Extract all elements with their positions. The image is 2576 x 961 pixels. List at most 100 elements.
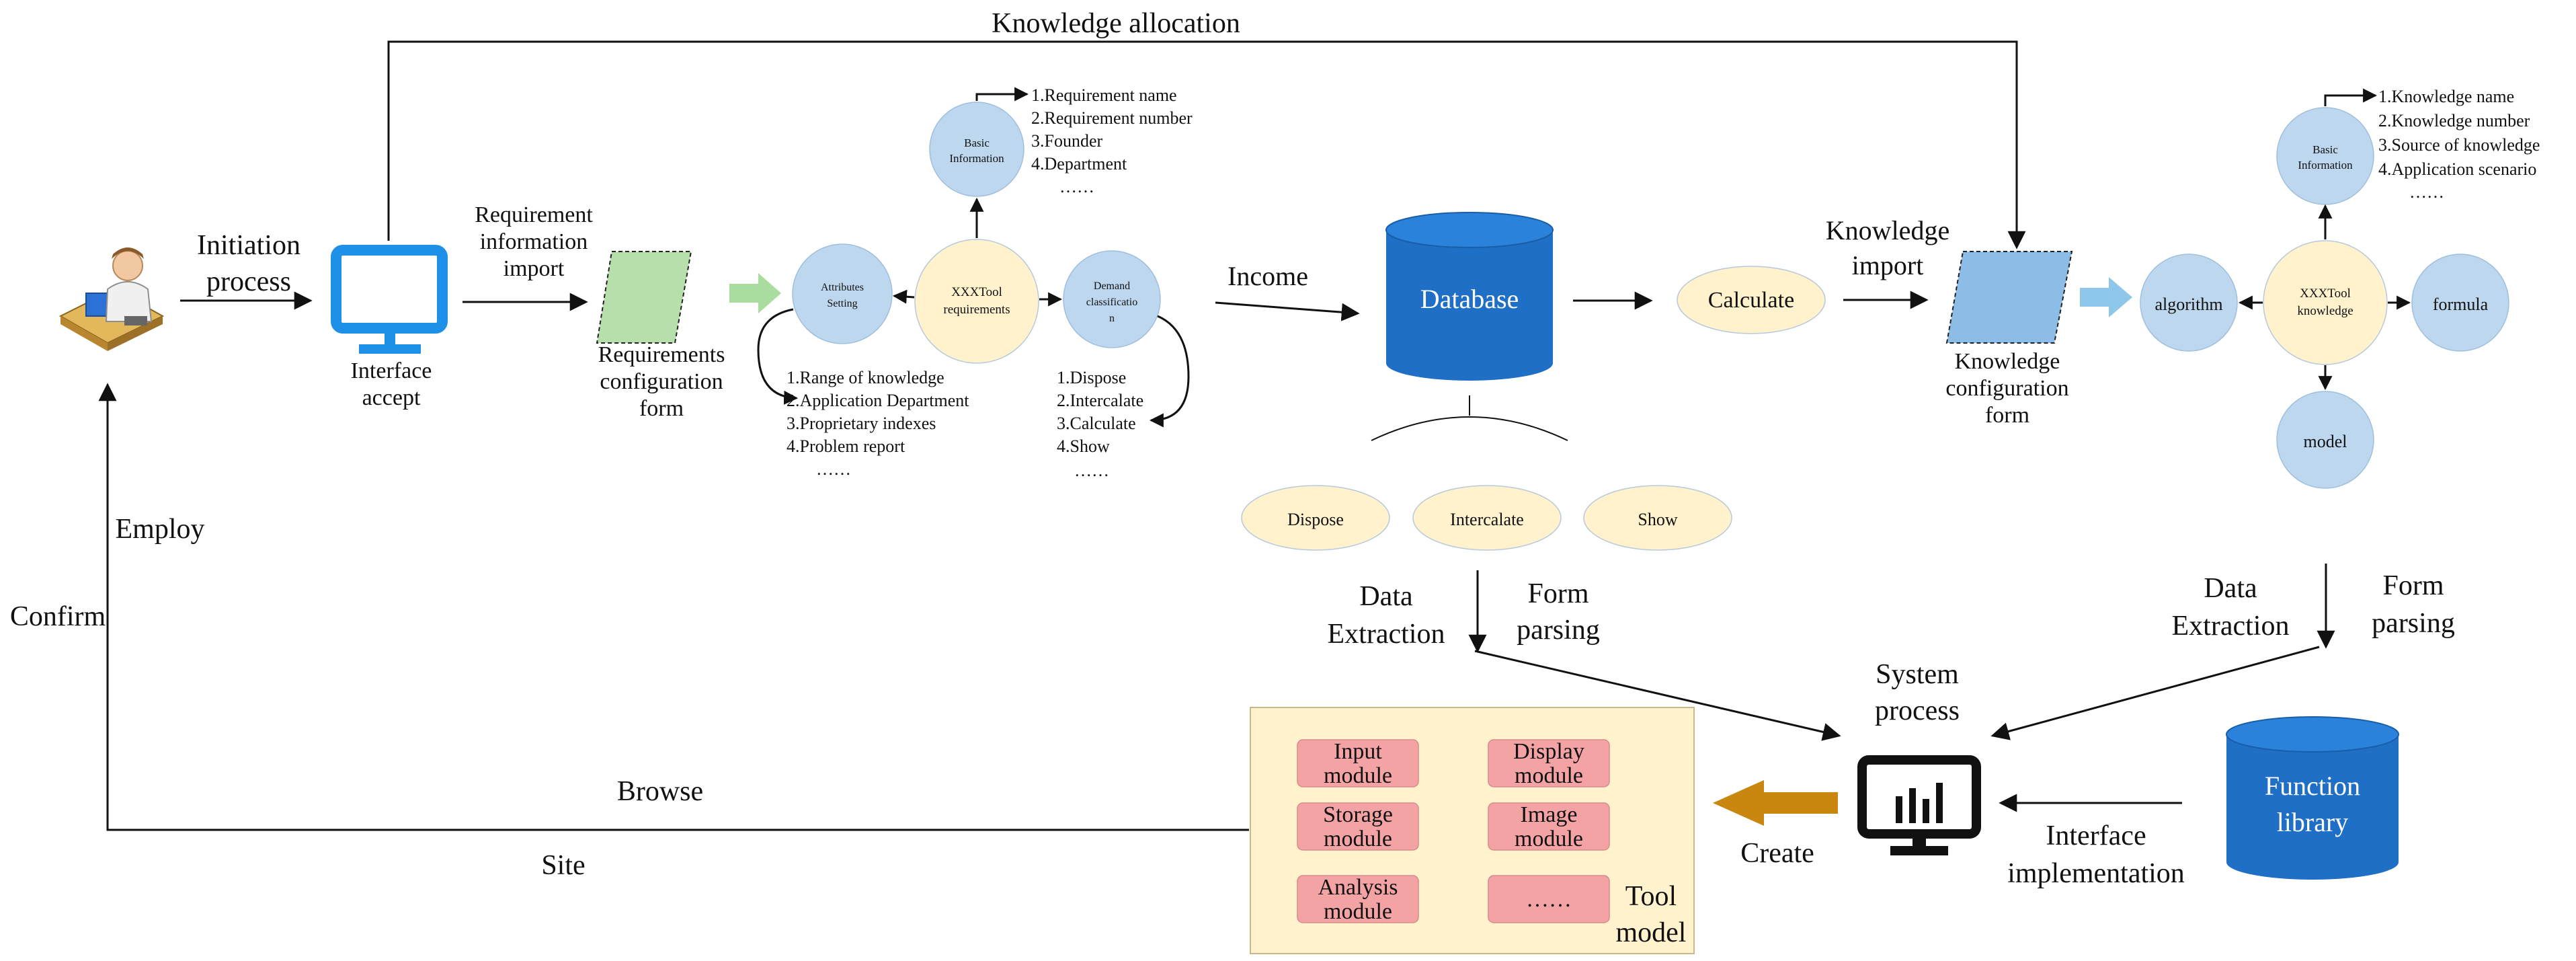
attributes-label-2: Setting	[827, 298, 857, 309]
input-module-label-1: Input	[1334, 739, 1382, 764]
form-parsing-1-arrow	[1474, 650, 1841, 741]
req-center-to-attributes-arrow	[892, 289, 915, 304]
system-monitor-icon	[1857, 755, 1981, 855]
calculate-label: Calculate	[1708, 288, 1794, 313]
req-import-label-1: Requirement	[475, 202, 593, 227]
dispose-label: Dispose	[1287, 510, 1344, 529]
req-basic-info-node	[929, 102, 1024, 197]
attributes-item-3: 3.Proprietary indexes	[787, 414, 936, 433]
req-basic-item-5: ……	[1059, 177, 1094, 196]
function-library-cylinder	[2226, 716, 2399, 880]
system-process-label-2: process	[1875, 695, 1960, 726]
demand-item-3: 3.Calculate	[1057, 414, 1136, 433]
knowledge-import-label-1: Knowledge	[1826, 215, 1949, 245]
interface-accept-label-1: Interface	[351, 358, 432, 383]
know-basic-info-node	[2276, 107, 2374, 205]
demand-label-1: Demand	[1094, 280, 1130, 292]
know-basic-list: 1.Knowledge name 2.Knowledge number 3.So…	[2378, 87, 2540, 202]
data-extraction-2-label-1: Data	[2204, 573, 2257, 604]
knowledge-import-label-2: import	[1852, 250, 1924, 280]
display-module-label-1: Display	[1513, 739, 1584, 764]
algorithm-node	[2140, 254, 2238, 352]
attributes-item-5: ……	[816, 459, 851, 479]
data-extraction-1-label-1: Data	[1359, 581, 1413, 612]
demand-list-arrow	[1149, 315, 1190, 428]
more-modules-label: ……	[1526, 887, 1572, 912]
employ-label: Employ	[116, 514, 205, 545]
image-module-box	[1488, 802, 1610, 851]
initiation-label-2: process	[206, 266, 291, 297]
req-form-label-1: Requirements	[598, 342, 725, 367]
know-basic-item-1: 1.Knowledge name	[2378, 87, 2514, 106]
know-basic-list-arrow	[2324, 88, 2378, 106]
form-parsing-2-label-2: parsing	[2372, 608, 2455, 639]
analysis-module-box	[1297, 875, 1419, 923]
req-form-label-3: form	[639, 396, 684, 421]
interface-accept-label-2: accept	[362, 385, 421, 410]
model-node	[2276, 391, 2374, 489]
function-library-label-2: library	[2277, 807, 2349, 837]
attributes-list-arrow	[757, 308, 799, 405]
calculate-node	[1677, 266, 1826, 334]
know-basic-info-label-2: Information	[2298, 159, 2353, 171]
database-cylinder	[1385, 212, 1554, 381]
demand-item-5: ……	[1074, 461, 1109, 480]
input-module-label-2: module	[1324, 763, 1392, 788]
user-icon	[58, 247, 165, 351]
demand-item-2: 2.Intercalate	[1057, 391, 1143, 410]
initiation-label-1: Initiation	[197, 230, 300, 261]
monitor-icon	[331, 245, 448, 354]
demand-item-4: 4.Show	[1057, 436, 1110, 456]
req-basic-item-4: 4.Department	[1031, 154, 1127, 174]
know-basic-item-2: 2.Knowledge number	[2378, 111, 2530, 130]
image-module-label-2: module	[1515, 827, 1583, 851]
income-label: Income	[1227, 261, 1308, 291]
req-basic-item-1: 1.Requirement name	[1031, 85, 1177, 105]
demand-classification-node	[1063, 250, 1161, 348]
algorithm-label: algorithm	[2155, 295, 2222, 314]
storage-module-box	[1297, 802, 1419, 851]
blue-block-arrow	[2080, 277, 2132, 317]
know-basic-item-5: ……	[2409, 182, 2444, 202]
xxxtool-knowledge-node	[2263, 240, 2388, 365]
data-extraction-1-label-2: Extraction	[1328, 619, 1445, 650]
know-basic-info-label-1: Basic	[2312, 143, 2338, 156]
input-module-box	[1297, 739, 1419, 787]
storage-module-label-2: module	[1324, 827, 1392, 851]
know-basic-item-3: 3.Source of knowledge	[2378, 135, 2540, 155]
form-parsing-2-label-1: Form	[2382, 570, 2444, 601]
attributes-list: 1.Range of knowledge 2.Application Depar…	[787, 368, 969, 479]
know-basic-item-4: 4.Application scenario	[2378, 159, 2536, 179]
function-library-label-1: Function	[2265, 771, 2360, 801]
interface-impl-label-1: Interface	[2046, 820, 2146, 851]
formula-node	[2411, 254, 2509, 352]
storage-module-label-1: Storage	[1323, 802, 1393, 827]
demand-label-3: n	[1109, 313, 1115, 324]
confirm-label: Confirm	[10, 601, 106, 632]
income-arrow	[1215, 301, 1360, 321]
attributes-setting-node	[792, 243, 893, 344]
req-form-label-2: configuration	[600, 369, 723, 394]
create-label: Create	[1740, 838, 1814, 869]
create-block-arrow	[1713, 780, 1838, 826]
show-node	[1583, 485, 1732, 551]
system-process-label-1: System	[1876, 659, 1959, 690]
req-basic-list-arrow	[975, 87, 1029, 102]
demand-item-1: 1.Dispose	[1057, 368, 1126, 387]
attributes-item-2: 2.Application Department	[787, 391, 969, 410]
intercalate-node	[1412, 485, 1562, 551]
know-form-label-3: form	[1985, 403, 2029, 428]
show-label: Show	[1638, 510, 1677, 529]
xxxtool-requirements-node	[914, 239, 1039, 364]
tool-model-label-1: Tool	[1625, 881, 1677, 912]
req-basic-item-3: 3.Founder	[1031, 131, 1103, 151]
feedback-loop-line	[98, 383, 1249, 831]
req-import-label-3: import	[504, 256, 565, 281]
interface-impl-label-2: implementation	[2007, 858, 2185, 889]
know-form-label-2: configuration	[1945, 376, 2068, 401]
browse-label: Browse	[617, 776, 703, 807]
model-label: model	[2304, 432, 2347, 451]
know-form-label-1: Knowledge	[1955, 349, 2060, 374]
xxxtool-knowledge-label-1: XXXTool	[2300, 286, 2351, 301]
xxxtool-requirements-label-1: XXXTool	[951, 285, 1002, 299]
